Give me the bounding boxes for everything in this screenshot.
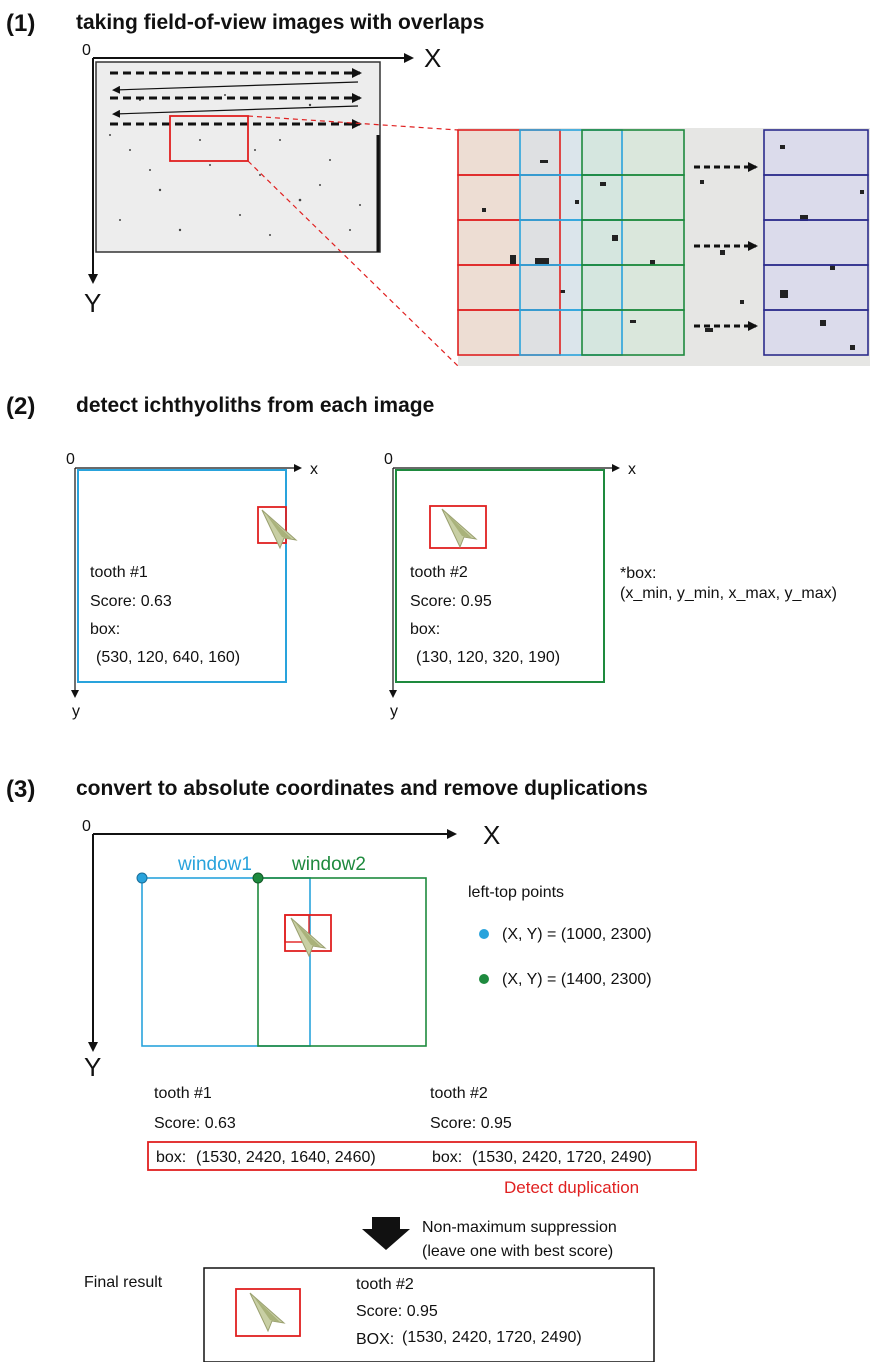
- left-top-point-2: [252, 872, 264, 884]
- final-box: (1530, 2420, 1720, 2490): [402, 1329, 582, 1346]
- section1-number: (1): [6, 10, 35, 37]
- section1-heading: taking field-of-view images with overlap…: [76, 11, 484, 34]
- legend-title: left-top points: [468, 884, 564, 901]
- tooth1-box-label: box:: [90, 621, 120, 638]
- bbox-final: [235, 1288, 301, 1337]
- window1-label: window1: [177, 854, 252, 875]
- window1-rect: [141, 877, 311, 1047]
- tooth2-box-label: box:: [410, 621, 440, 638]
- zoom-connector-bottom: [247, 160, 459, 367]
- nms-line-2: (leave one with best score): [422, 1243, 613, 1260]
- x-label-3: X: [483, 820, 500, 850]
- tooth2-label: tooth #2: [410, 564, 468, 581]
- detection-panel-2: 0 x y tooth #2 Score: 0.95 box: (130, 12…: [384, 451, 636, 720]
- y-label-3: Y: [84, 1052, 101, 1082]
- det1-tooth: tooth #1: [154, 1085, 212, 1102]
- zoom-region: [169, 115, 249, 162]
- origin-2a: 0: [66, 451, 75, 468]
- final-box-label: BOX:: [356, 1331, 394, 1348]
- det2-score: Score: 0.95: [430, 1115, 512, 1132]
- window2-rect: [257, 877, 427, 1047]
- section3-number: (3): [6, 776, 35, 803]
- nms-line-1: Non-maximum suppression: [422, 1219, 617, 1236]
- bbox-tooth-2: [429, 505, 487, 549]
- y-label-2b: y: [390, 703, 398, 720]
- det2-box: (1530, 2420, 1720, 2490): [472, 1149, 652, 1166]
- tooth-icon: [249, 1292, 285, 1332]
- duplication-box: [147, 1141, 697, 1171]
- final-result-box: [203, 1267, 655, 1362]
- y-label-1: Y: [84, 288, 101, 318]
- legend-point-1: (X, Y) = (1000, 2300): [502, 926, 652, 943]
- det2-box-label: box:: [432, 1149, 462, 1166]
- arrow-down-icon: [362, 1217, 410, 1250]
- box-note-title: *box:: [620, 565, 656, 582]
- final-score: Score: 0.95: [356, 1303, 438, 1320]
- overview-scan-image: [95, 61, 381, 253]
- legend-point-2-icon: [479, 974, 489, 984]
- x-label-2a: x: [310, 461, 318, 478]
- tooth1-box: (530, 120, 640, 160): [96, 649, 240, 666]
- det1-score: Score: 0.63: [154, 1115, 236, 1132]
- section3-heading: convert to absolute coordinates and remo…: [76, 777, 648, 800]
- x-label-2b: x: [628, 461, 636, 478]
- window2-label: window2: [291, 854, 366, 875]
- tooth1-label: tooth #1: [90, 564, 148, 581]
- det1-box: (1530, 2420, 1640, 2460): [196, 1149, 376, 1166]
- tooth2-score: Score: 0.95: [410, 593, 492, 610]
- duplication-label: Detect duplication: [504, 1178, 639, 1197]
- origin-2b: 0: [384, 451, 393, 468]
- detection-panel-1: 0 x y tooth #1 Score: 0.63 box: (530, 12…: [66, 451, 318, 720]
- bbox-tooth-1: [257, 506, 287, 544]
- x-label-1: X: [424, 43, 441, 73]
- final-label: Final result: [84, 1274, 163, 1291]
- origin-3: 0: [82, 818, 91, 835]
- section2-number: (2): [6, 393, 35, 420]
- tile-grid: [457, 128, 870, 366]
- final-tooth: tooth #2: [356, 1276, 414, 1293]
- det1-box-label: box:: [156, 1149, 186, 1166]
- legend-point-1-icon: [479, 929, 489, 939]
- det2-tooth: tooth #2: [430, 1085, 488, 1102]
- legend-point-2: (X, Y) = (1400, 2300): [502, 971, 652, 988]
- section2-heading: detect ichthyoliths from each image: [76, 394, 434, 417]
- box-note-format: (x_min, y_min, x_max, y_max): [620, 585, 837, 602]
- origin-1: 0: [82, 42, 91, 59]
- zoom-connector-top: [247, 115, 459, 131]
- tooth2-box: (130, 120, 320, 190): [416, 649, 560, 666]
- tooth-icon: [441, 508, 477, 548]
- tooth1-score: Score: 0.63: [90, 593, 172, 610]
- y-label-2a: y: [72, 703, 80, 720]
- left-top-point-1: [136, 872, 148, 884]
